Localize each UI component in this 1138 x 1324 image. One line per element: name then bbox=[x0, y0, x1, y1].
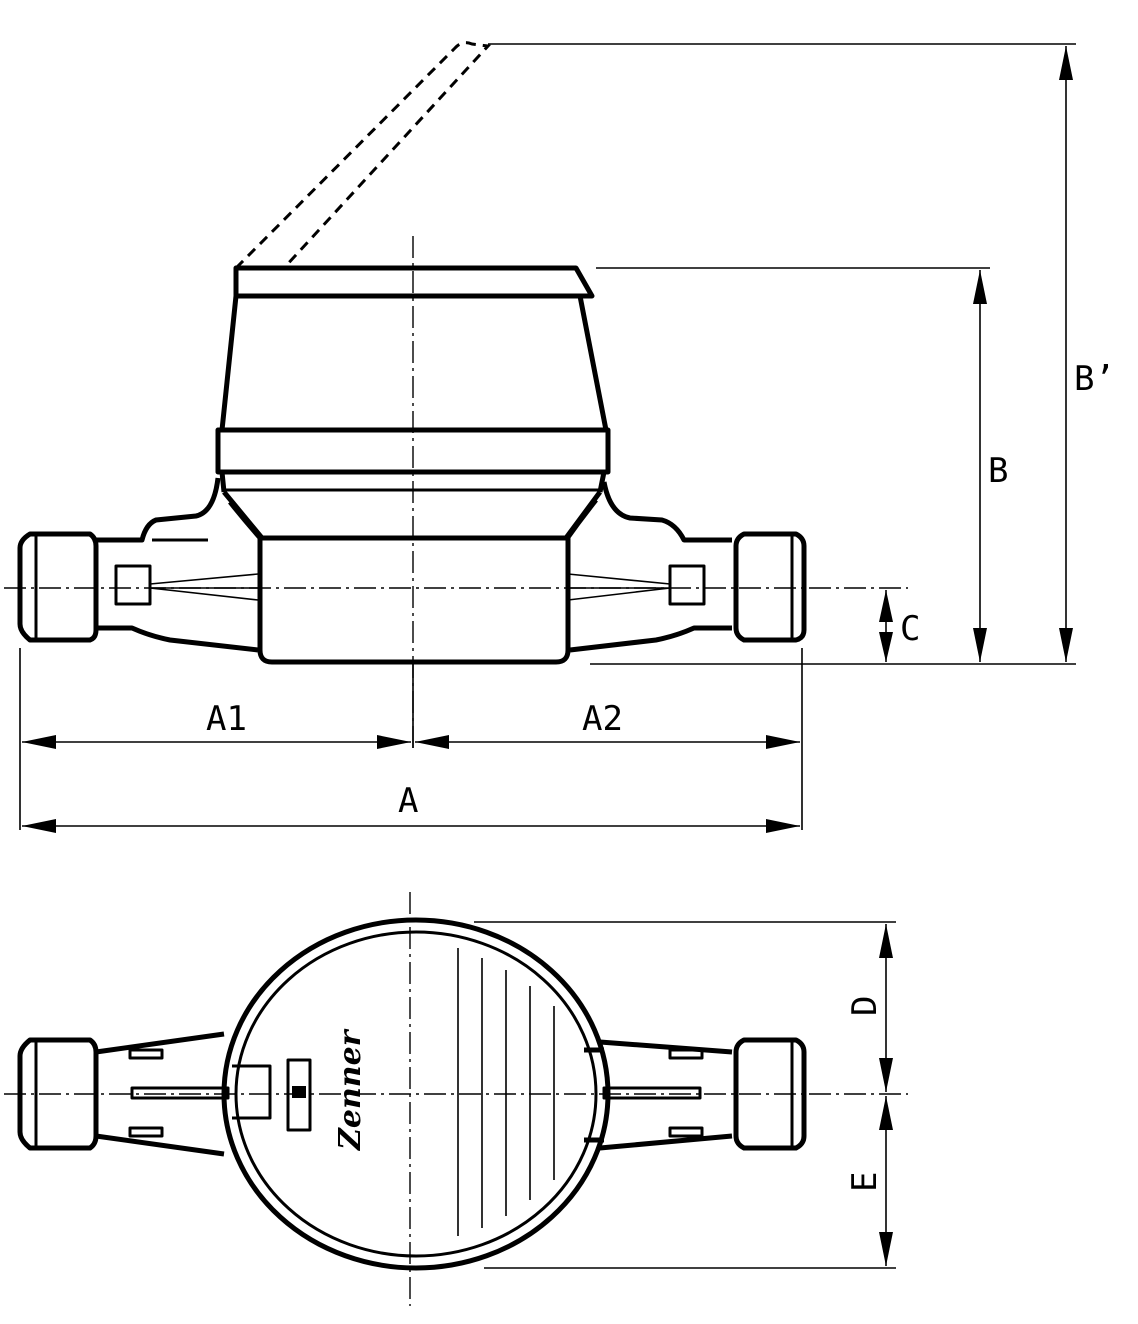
right-connection bbox=[563, 481, 807, 653]
left-connection bbox=[17, 477, 264, 653]
left-connection-top bbox=[17, 1031, 312, 1157]
top-view: Zenner bbox=[4, 892, 908, 1306]
label-b: B bbox=[988, 451, 1008, 491]
top-dimensions: D E bbox=[474, 921, 896, 1269]
open-lid-outline bbox=[234, 41, 492, 270]
label-a2: A2 bbox=[582, 699, 623, 739]
label-a: A bbox=[398, 781, 418, 821]
right-connection-top bbox=[599, 1037, 807, 1151]
label-b-prime: B’ bbox=[1074, 359, 1115, 399]
brand-logo: Zenner bbox=[333, 1028, 368, 1151]
label-d: D bbox=[845, 996, 885, 1016]
label-c: C bbox=[900, 609, 920, 649]
meter-body bbox=[257, 535, 571, 665]
side-view bbox=[4, 41, 908, 748]
label-a1: A1 bbox=[206, 699, 247, 739]
side-dimensions: A1 A2 A B B’ C bbox=[19, 43, 1115, 833]
label-e: E bbox=[845, 1172, 885, 1192]
